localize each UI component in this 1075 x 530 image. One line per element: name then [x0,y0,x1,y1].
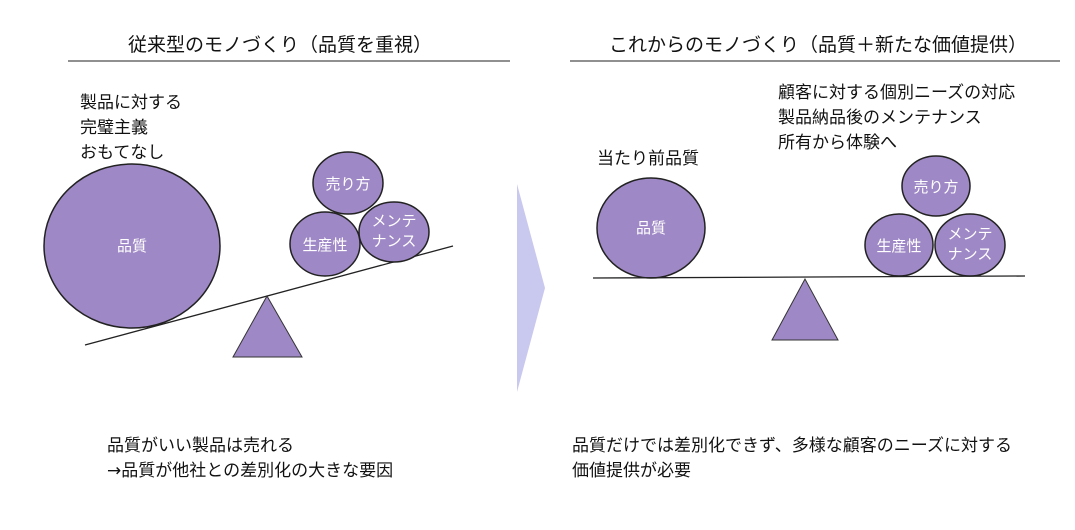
right-summary: 品質だけでは差別化できず、多様な顧客のニーズに対する [572,436,1012,456]
productivity-ball-label: 生産性 [302,236,347,254]
right-title: これからのモノづくり（品質＋新たな価値提供） [609,34,1027,56]
sales-ball-label: 売り方 [913,178,958,196]
sales-ball [901,155,971,217]
left-section: 従来型のモノづくり（品質を重視） 製品に対する 完璧主義 おもてなし 品質 売り… [43,34,510,481]
left-title: 従来型のモノづくり（品質を重視） [128,34,432,56]
maintenance-ball [934,213,1006,277]
left-note: おもてなし [80,143,164,163]
right-note: 所有から体験へ [778,133,897,153]
fulcrum-triangle [232,294,303,358]
fulcrum-triangle [771,277,839,341]
sales-ball-label: 売り方 [325,175,370,193]
balance-beam [592,275,1026,279]
right-note: 製品納品後のメンテナンス [778,108,982,128]
productivity-ball-label: 生産性 [876,237,921,255]
productivity-ball [864,213,934,277]
left-summary: 品質がいい製品は売れる [107,436,294,456]
transition-arrow-icon [517,184,545,392]
quality-ball-label: 品質 [117,237,147,255]
maintenance-ball-label: メンテ [947,225,992,243]
baseline-quality-label: 当たり前品質 [597,149,699,169]
maintenance-ball-label: ナンス [372,232,417,250]
left-note: 製品に対する [80,93,182,113]
sales-ball [312,151,384,215]
right-note: 顧客に対する個別ニーズの対応 [778,83,1015,103]
right-section: これからのモノづくり（品質＋新たな価値提供） 顧客に対する個別ニーズの対応 製品… [570,34,1060,481]
maintenance-ball-label: ナンス [948,245,993,263]
quality-ball-label: 品質 [636,219,666,237]
left-note: 完璧主義 [80,118,148,138]
quality-ball [43,163,221,329]
productivity-ball [289,211,361,277]
maintenance-ball [358,201,430,263]
maintenance-ball-label: メンテ [371,212,416,230]
right-summary: 価値提供が必要 [572,461,691,481]
left-summary: →品質が他社との差別化の大きな要因 [107,461,393,481]
